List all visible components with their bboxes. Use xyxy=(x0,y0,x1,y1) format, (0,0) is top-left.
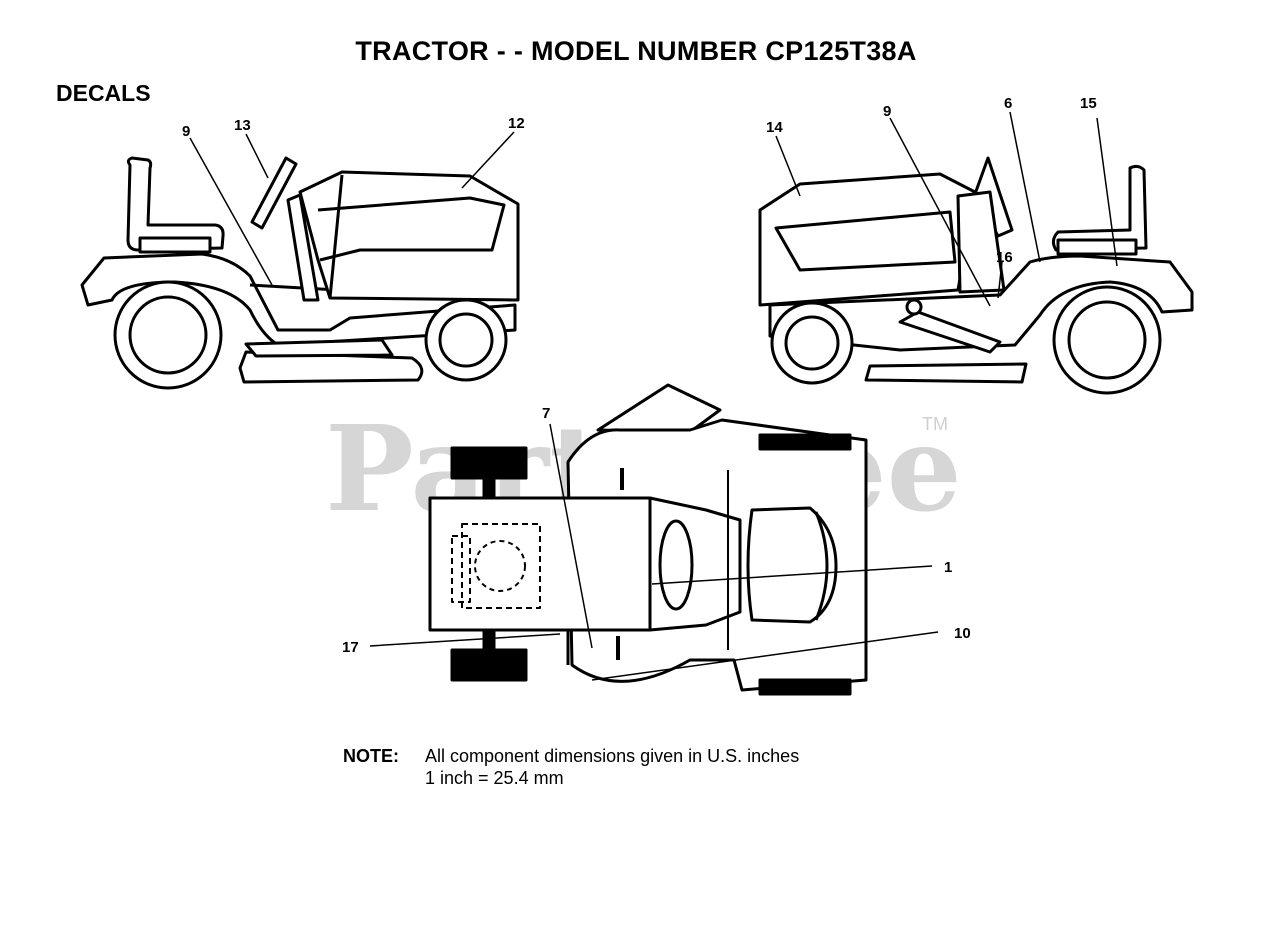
callout-10: 10 xyxy=(954,625,971,642)
leader-lines xyxy=(189,111,1118,681)
callout-9-left: 9 xyxy=(182,123,190,140)
callout-9-right: 9 xyxy=(883,103,891,120)
callout-17: 17 xyxy=(342,639,359,656)
callouts: 9 13 12 14 9 6 15 16 7 1 10 17 xyxy=(182,95,1097,656)
callout-13: 13 xyxy=(234,117,251,134)
callout-15: 15 xyxy=(1080,95,1097,112)
page-title: TRACTOR - - MODEL NUMBER CP125T38A xyxy=(355,36,917,66)
section-title: DECALS xyxy=(56,80,151,106)
watermark-tm: TM xyxy=(922,414,948,434)
callout-7: 7 xyxy=(542,405,550,422)
tractor-left-side-view xyxy=(80,156,520,390)
tractor-right-side-view xyxy=(758,156,1194,395)
dimension-note: NOTE: All component dimensions given in U… xyxy=(343,745,799,789)
callout-6: 6 xyxy=(1004,95,1012,112)
callout-14: 14 xyxy=(766,119,783,136)
note-line-2: 1 inch = 25.4 mm xyxy=(425,768,564,788)
callout-12: 12 xyxy=(508,115,525,132)
callout-16: 16 xyxy=(996,249,1013,266)
tractor-top-view xyxy=(428,383,868,696)
note-label: NOTE: xyxy=(343,746,399,766)
note-line-1: All component dimensions given in U.S. i… xyxy=(425,746,800,766)
callout-1: 1 xyxy=(944,559,952,576)
